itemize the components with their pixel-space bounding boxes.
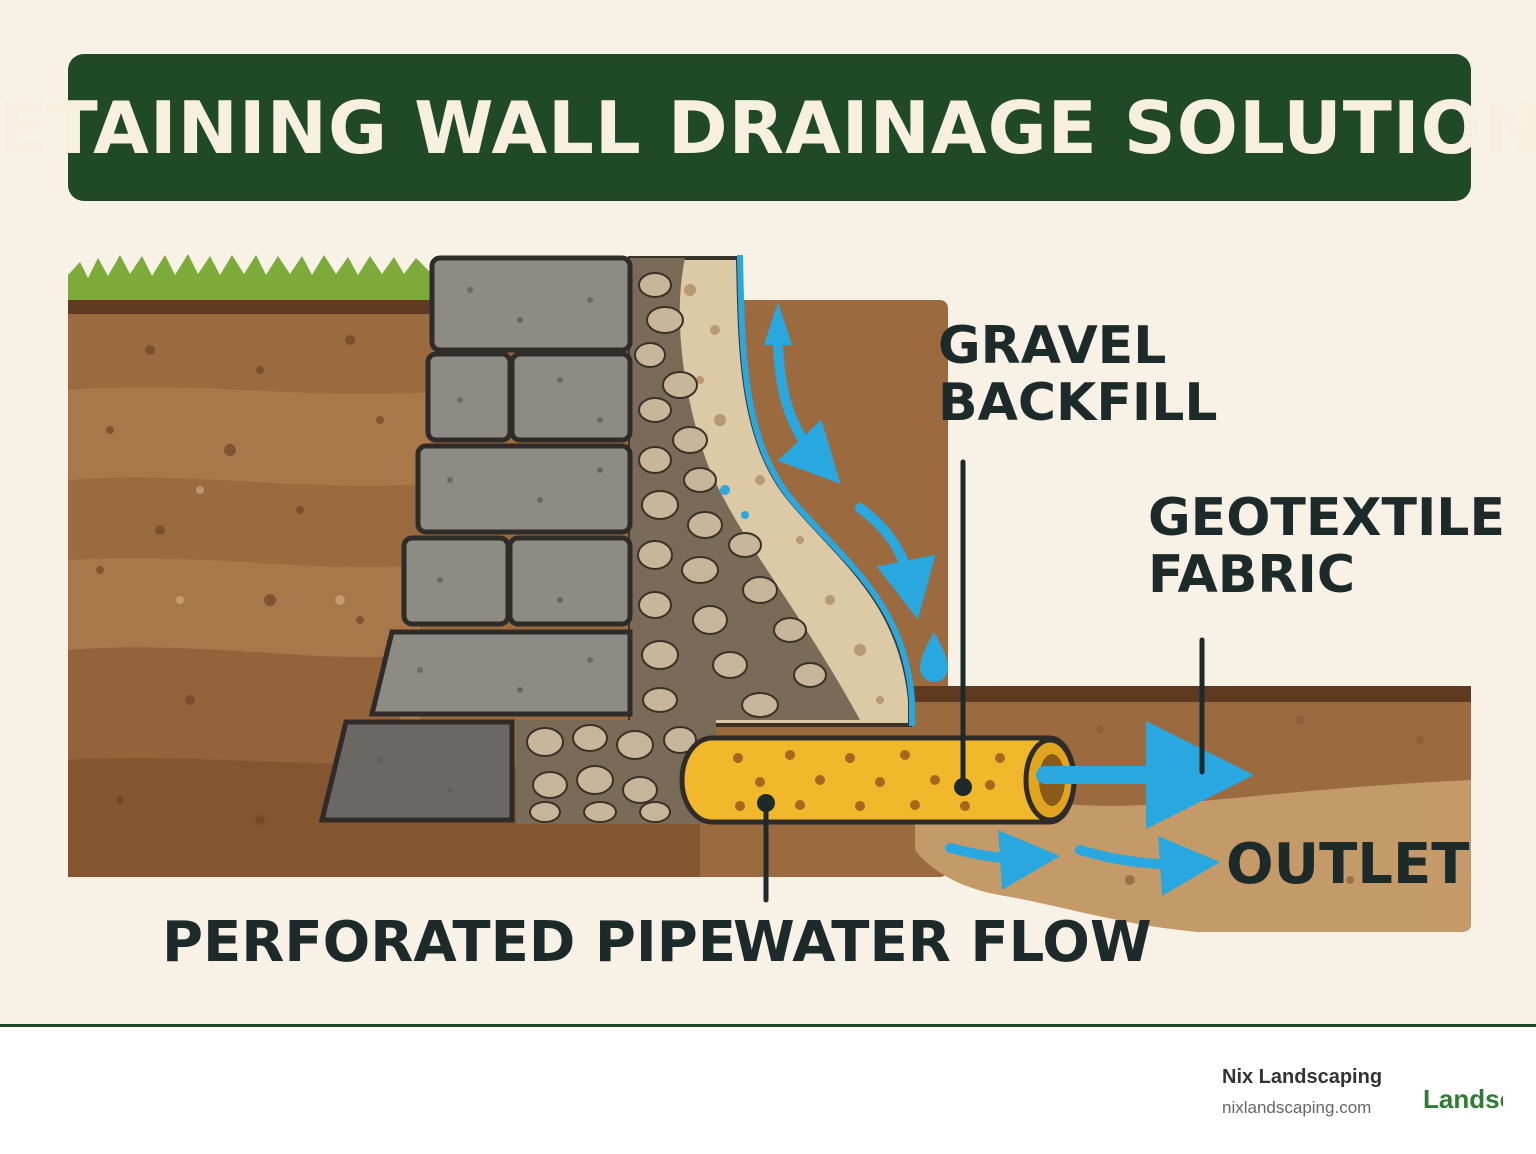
page-title: RETAINING WALL DRAINAGE SOLUTIONS [0, 85, 1536, 170]
water-arrow-icon [764, 302, 792, 345]
label-gravel-backfill: GRAVEL BACKFILL [938, 316, 1218, 434]
label-outlet: OUTLET [1226, 832, 1470, 897]
brand-logo: Landsc [1423, 1084, 1503, 1114]
footer-divider [0, 1024, 1536, 1027]
footer [0, 1027, 1536, 1154]
grass [68, 254, 430, 305]
water-drop-icon [720, 485, 730, 495]
perforated-pipe [679, 735, 1077, 825]
label-geotextile-fabric: GEOTEXTILE FABRIC [1148, 488, 1505, 606]
brand-name: Nix Landscaping [1222, 1066, 1383, 1088]
label-perforated-pipe: PERFORATED PIPE [162, 910, 736, 975]
water-drop-icon [741, 511, 749, 519]
label-water-flow: WATER FLOW [733, 910, 1152, 975]
brand-url[interactable]: nixlandscaping.com [1222, 1098, 1372, 1117]
water-drop-icon [920, 632, 948, 682]
water-seep-line [737, 254, 915, 726]
title-banner: RETAINING WALL DRAINAGE SOLUTIONS [0, 54, 1536, 201]
gravel-backfill [630, 258, 860, 720]
water-arrow-icon [773, 330, 1254, 896]
